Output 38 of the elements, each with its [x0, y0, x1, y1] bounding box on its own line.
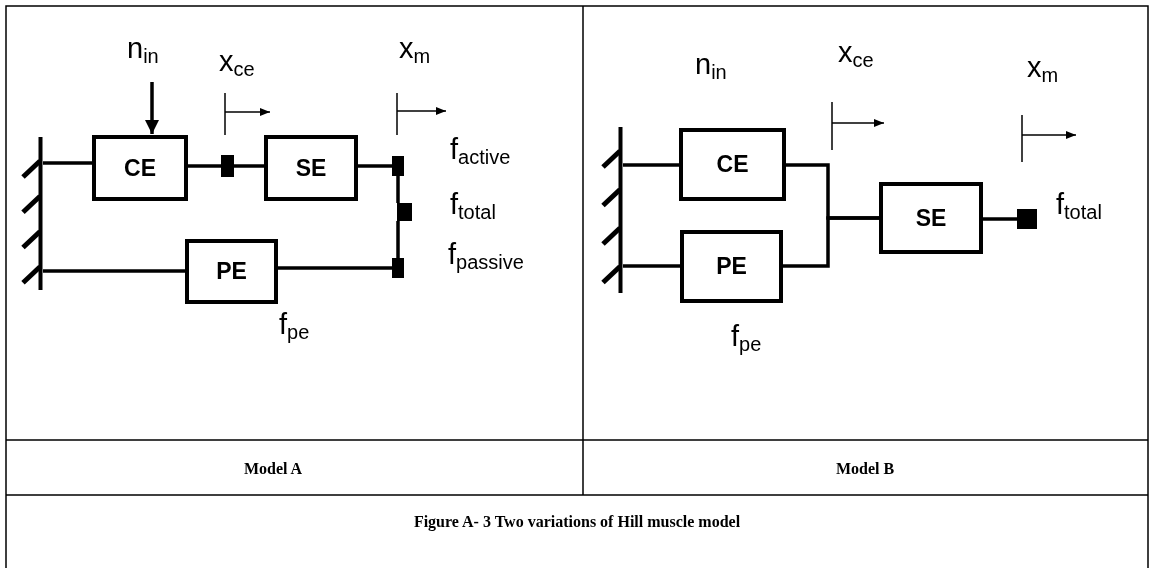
- element-box: CE: [679, 128, 786, 201]
- attachment-point: [397, 203, 412, 221]
- attachment-point: [392, 258, 404, 278]
- connector-line: [623, 163, 679, 167]
- connector-line: [983, 217, 1017, 221]
- connector-line: [278, 266, 392, 270]
- fixed-wall: [600, 127, 623, 293]
- panel-label: Model A: [243, 460, 303, 478]
- element-box: PE: [680, 230, 783, 303]
- panel-label: Model B: [835, 460, 895, 478]
- force-symbol: f$_{total}$: [450, 190, 496, 219]
- fixed-wall: [20, 137, 43, 290]
- displacement-symbol: x$_{m}$: [399, 34, 431, 63]
- connector-line: [396, 176, 400, 203]
- connector-line: [188, 164, 221, 168]
- connector-line: [396, 221, 400, 258]
- force-symbol: f$_{active}$: [450, 135, 511, 164]
- displacement-symbol: x$_{ce}$: [219, 47, 255, 76]
- input-symbol: n$_{in}$: [695, 50, 727, 79]
- connector-line: [43, 161, 92, 165]
- connector-line: [783, 216, 879, 268]
- element-box: CE: [92, 135, 188, 201]
- figure-caption: Figure A- 3 Two variations of Hill muscle model: [413, 513, 741, 531]
- connector-line: [43, 269, 185, 273]
- arrow: [145, 82, 159, 134]
- element-box: SE: [264, 135, 358, 201]
- attachment-point: [221, 155, 234, 177]
- element-box: SE: [879, 182, 983, 254]
- connector-line: [623, 264, 680, 268]
- displacement-symbol: x$_{ce}$: [838, 38, 874, 67]
- attachment-point: [1017, 209, 1037, 229]
- displacement-symbol: x$_{m}$: [1027, 53, 1059, 82]
- connector-line: [358, 164, 392, 168]
- connector-line: [234, 164, 264, 168]
- input-symbol: n$_{in}$: [127, 34, 177, 82]
- force-symbol: f$_{total}$: [1056, 190, 1102, 219]
- element-box: PE: [185, 239, 278, 304]
- attachment-point: [392, 156, 404, 176]
